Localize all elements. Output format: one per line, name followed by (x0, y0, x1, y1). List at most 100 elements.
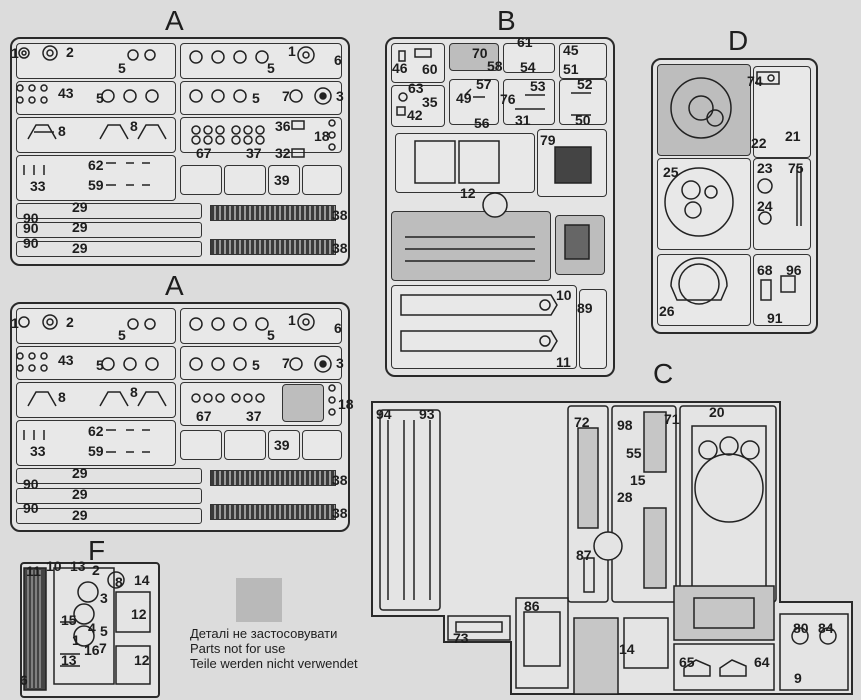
part-label: 58 (487, 58, 503, 74)
part-label: 37 (246, 408, 262, 424)
part-label: 59 (88, 443, 104, 459)
sprue-a-top (10, 37, 350, 266)
part-label: 10 (556, 287, 572, 303)
part-label: 31 (515, 112, 531, 128)
part-label: 50 (575, 112, 591, 128)
sprue-a-top-parts (16, 45, 336, 186)
a-cell (16, 308, 176, 344)
part-label: 9 (794, 670, 802, 686)
part-label: 29 (72, 240, 88, 256)
legend-german: Teile werden nicht verwendet (190, 656, 358, 671)
part-label: 18 (314, 128, 330, 144)
part-label: 60 (422, 61, 438, 77)
a-link-bar (16, 508, 202, 524)
part-label: 2 (66, 44, 74, 60)
part-label: 1 (288, 43, 296, 59)
part-label: 36 (275, 118, 291, 134)
part-label: 90 (23, 476, 39, 492)
a-cell (16, 117, 176, 153)
part-label: 90 (23, 235, 39, 251)
part-label: 5 (100, 623, 108, 639)
part-label: 16 (84, 642, 100, 658)
b-cell (559, 79, 607, 125)
part-label: 28 (617, 489, 633, 505)
a-cell (16, 43, 176, 79)
sprue-d-parts (664, 71, 802, 305)
a-track-strip (210, 504, 336, 520)
part-label: 2 (66, 314, 74, 330)
part-label: 21 (785, 128, 801, 144)
a-link-bar (16, 203, 202, 219)
part-label: 38 (332, 505, 348, 521)
part-label: 11 (26, 563, 41, 579)
part-label: 87 (576, 547, 592, 563)
part-label: 10 (46, 558, 62, 574)
part-label: 37 (246, 145, 262, 161)
part-label: 29 (72, 486, 88, 502)
part-label: 94 (376, 406, 392, 422)
part-label: 62 (88, 157, 104, 173)
sprue-letter-b: B (497, 5, 516, 36)
part-label: 29 (72, 465, 88, 481)
a-link-bar (16, 488, 202, 504)
b-cell (391, 85, 445, 127)
part-label: 70 (472, 45, 488, 61)
part-label: 72 (574, 414, 590, 430)
b-cell (449, 79, 499, 125)
part-label: 12 (460, 185, 476, 201)
b-cell-tracks (391, 285, 577, 369)
part-label: 93 (419, 406, 435, 422)
part-label: 96 (786, 262, 802, 278)
sprue-letter-a-bottom: A (165, 270, 184, 301)
part-label: 15 (630, 472, 646, 488)
part-label: 51 (563, 61, 579, 77)
part-label: 6 (334, 52, 342, 68)
a-cell (180, 117, 342, 153)
part-label: 65 (679, 654, 695, 670)
part-label: 7 (99, 640, 107, 656)
b-cell-grey (449, 43, 499, 71)
a-cell (302, 165, 342, 195)
part-label: 13 (61, 652, 77, 668)
part-label: 54 (520, 59, 536, 75)
part-label: 38 (332, 240, 348, 256)
part-label: 43 (58, 85, 74, 101)
part-label: 3 (100, 590, 108, 606)
a-cell (16, 382, 176, 418)
part-label: 8 (58, 123, 66, 139)
part-label: 8 (130, 384, 138, 400)
part-label: 74 (747, 73, 763, 89)
part-label: 79 (540, 132, 556, 148)
part-label: 5 (267, 327, 275, 343)
a-cell (302, 430, 342, 460)
d-cell (753, 254, 811, 326)
part-label: 5 (96, 90, 104, 106)
a-cell (180, 430, 222, 460)
part-label: 68 (757, 262, 773, 278)
part-label: 29 (72, 507, 88, 523)
part-label: 5 (118, 327, 126, 343)
part-label: 1 (11, 315, 19, 331)
part-label: 67 (196, 145, 212, 161)
part-label: 29 (72, 199, 88, 215)
b-unused-part (391, 211, 551, 281)
part-label: 39 (274, 437, 290, 453)
part-label: 8 (130, 118, 138, 134)
a-link-bar (16, 222, 202, 238)
a-cell (180, 165, 222, 195)
part-label: 13 (70, 558, 86, 574)
part-label: 71 (664, 411, 680, 427)
sprue-b-parts (396, 48, 592, 352)
part-label: 64 (754, 654, 770, 670)
a-cell (180, 308, 342, 344)
part-label: 5 (252, 90, 260, 106)
a-cell (224, 165, 266, 195)
a-cell (16, 346, 176, 380)
part-label: 52 (577, 76, 593, 92)
part-label: 6 (20, 672, 28, 688)
a-cell (268, 430, 300, 460)
part-label: 3 (336, 88, 344, 104)
part-label: 90 (23, 220, 39, 236)
part-label: 56 (474, 115, 490, 131)
d-unused-part (657, 64, 751, 156)
